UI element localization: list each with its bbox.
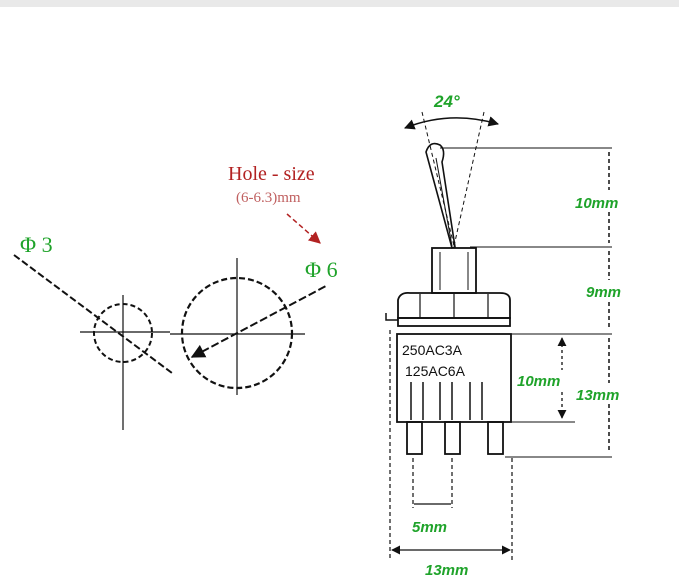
terminal-right [487, 421, 504, 455]
angle-indicator [404, 111, 500, 247]
angle-line-right [453, 111, 485, 247]
body-height-label: 13mm [576, 387, 619, 404]
small-hole-label: Φ 3 [20, 232, 53, 257]
nut-shape [397, 291, 511, 319]
large-hole-label: Φ 6 [305, 257, 338, 282]
washer [397, 317, 511, 327]
rating-line-2: 125AC6A [405, 363, 466, 379]
bushing-body [431, 247, 477, 294]
hole-size-title: Hole - size [228, 163, 315, 185]
lever-centerline [435, 157, 453, 247]
terminal-length-label: 10mm [517, 373, 560, 390]
switch-lever [425, 142, 456, 250]
small-hole-leader [13, 254, 173, 374]
angle-line-left [421, 111, 455, 247]
lever-height-label: 10mm [575, 195, 618, 212]
switch-terminals [406, 421, 504, 455]
body-slots [410, 382, 483, 420]
top-strip [0, 0, 679, 7]
body-width-label: 13mm [425, 562, 468, 579]
small-hole-drawing [13, 254, 173, 430]
bushing-height-label: 9mm [586, 284, 621, 301]
switch-nut [385, 291, 511, 327]
washer-tab [385, 313, 398, 321]
large-hole-circle [180, 276, 294, 390]
terminal-left [406, 421, 423, 455]
hole-size-range: (6-6.3)mm [236, 190, 301, 206]
terminal-middle [444, 421, 461, 455]
rating-line-1: 250AC3A [402, 342, 463, 358]
lever-shape [425, 142, 456, 250]
horizontal-dimensions [389, 330, 513, 560]
large-hole-drawing [170, 258, 327, 395]
switch-bushing [431, 247, 477, 294]
angle-arc [404, 116, 500, 130]
angle-label: 24° [433, 92, 460, 111]
vertical-dimensions [440, 147, 612, 458]
hole-size-arrow [286, 213, 321, 244]
small-hole-circle [93, 303, 153, 363]
large-hole-diameter-line [190, 285, 327, 358]
terminal-pitch-label: 5mm [412, 519, 447, 536]
